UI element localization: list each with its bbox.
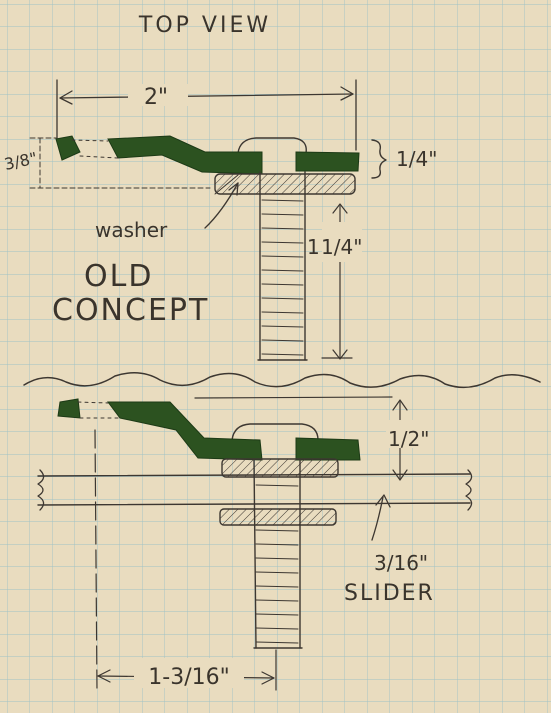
slider-thickness-label: 3/16" (374, 551, 428, 575)
washer-leader-arrow-icon (228, 182, 239, 196)
gap-arrows-icon (392, 399, 408, 481)
washer-label: washer (95, 218, 168, 242)
thickness-dimension-label: 1/4" (396, 147, 437, 171)
center-dimension-label: 1-3/16" (148, 665, 229, 690)
bolt-length-label-bg (322, 222, 362, 262)
width-label-bg (128, 84, 188, 106)
new-bracket-end (295, 437, 361, 461)
bracket-hidden-edge (71, 139, 119, 159)
arrow-left-icon (59, 90, 73, 105)
bolt-length-label-whole: 1 (307, 235, 320, 259)
bolt-head-outline (237, 137, 307, 154)
bolt-length-label: 1/4" (321, 235, 362, 259)
gap-label-bg (386, 420, 426, 448)
arrow-right-icon (340, 86, 354, 101)
old-concept-drawing: 2" 3/8" 1/4" washer 1 1/4 (3, 79, 437, 361)
slider-break-left (37, 469, 45, 511)
washer-shape (214, 173, 356, 195)
bolt-length-arrows-icon (332, 203, 348, 360)
centerline-left (94, 429, 98, 691)
slider-leader-line (371, 496, 384, 541)
washer-edge (214, 174, 239, 195)
new-bracket-hidden-edge (77, 401, 121, 419)
width-dimension-label: 2" (144, 85, 168, 110)
bottom-washer-shape (219, 508, 337, 526)
new-bolt-head-outline (231, 423, 319, 441)
new-bracket-tip (57, 398, 81, 419)
bracket-end (295, 151, 360, 172)
page-title: TOP VIEW (138, 13, 271, 38)
slider-label: SLIDER (344, 581, 435, 606)
top-reference-line (194, 396, 393, 399)
center-arrows-icon (97, 669, 275, 685)
break-line (23, 372, 541, 389)
bracket-tip (55, 135, 81, 161)
concept-label: CONCEPT (52, 293, 209, 328)
slider-break-right (465, 469, 473, 511)
old-label: OLD (84, 259, 153, 294)
new-design-drawing: 1/2" 3/16" SLIDER 1-3/16" (37, 398, 473, 691)
gap-dimension-label: 1/2" (388, 427, 429, 451)
offset-dimension-lines (29, 137, 211, 189)
washer-leader-line (204, 182, 239, 229)
top-washer-shape (221, 458, 339, 478)
bolt-shank (257, 171, 308, 361)
new-bolt-shank (253, 459, 303, 649)
thickness-brace (371, 139, 387, 179)
center-label-bg (134, 658, 244, 688)
slider-leader-arrow-icon (375, 494, 391, 508)
width-dimension-line (59, 93, 354, 99)
